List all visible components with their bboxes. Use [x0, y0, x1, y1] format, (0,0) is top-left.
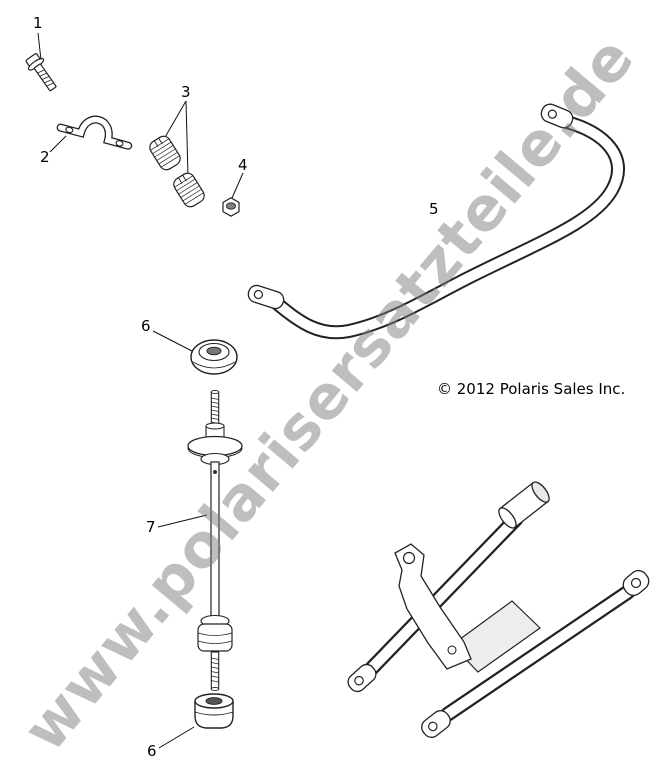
callout-6-upper: 6: [141, 317, 151, 335]
callout-7: 7: [146, 518, 156, 536]
callout-6-lower: 6: [147, 742, 157, 760]
part-1-bolt-drawing: [25, 53, 57, 92]
callout-2: 2: [40, 148, 50, 166]
leader-lines: [37, 32, 244, 749]
part-5-stabilizer-bar-drawing: [247, 103, 625, 340]
part-3-bushing-a-drawing: [149, 135, 181, 171]
callout-3: 3: [181, 83, 191, 101]
part-3-bushing-b-drawing: [173, 172, 205, 208]
copyright-text: © 2012 Polaris Sales Inc.: [437, 380, 626, 398]
part-2-bracket-drawing: [56, 115, 133, 150]
control-arm-assembly-drawing: [347, 481, 650, 738]
part-7-link-drawing: [187, 389, 243, 692]
part-6-bushing-upper-drawing: [190, 339, 238, 375]
callout-5: 5: [429, 200, 439, 218]
part-4-nut-drawing: [222, 197, 240, 217]
callout-4: 4: [238, 156, 248, 174]
callout-1: 1: [33, 14, 43, 32]
part-6-bushing-lower-drawing: [194, 693, 234, 729]
